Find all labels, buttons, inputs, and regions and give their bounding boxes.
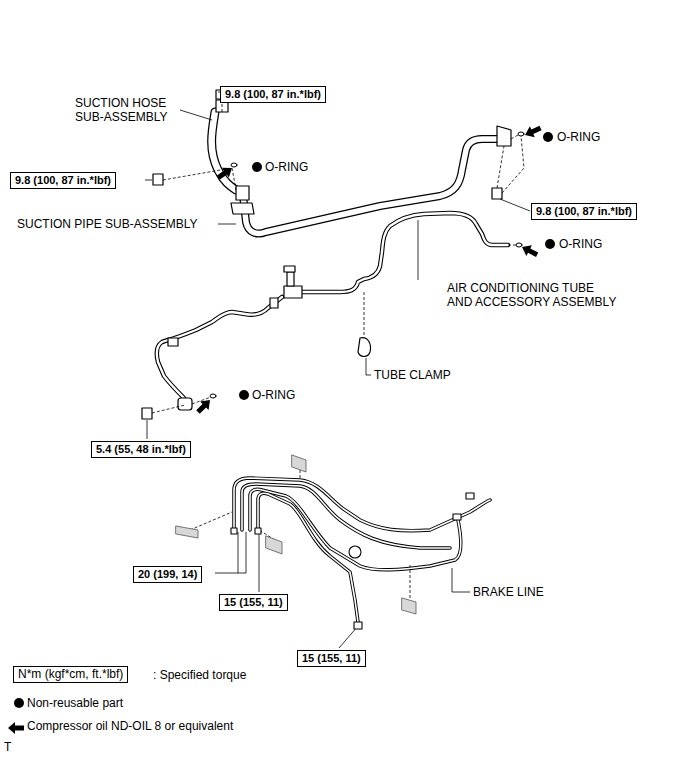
torque-box: 5.4 (55, 48 in.*lbf): [91, 441, 191, 458]
oil-arrow-icon: [8, 722, 24, 734]
torque-box: 20 (199, 14): [133, 566, 202, 583]
torque-value: 9.8 (100, 87 in.*lbf): [15, 174, 111, 187]
part-name: O-RING: [556, 130, 601, 144]
part-name: TUBE CLAMP: [373, 368, 452, 382]
legend-text: Non-reusable part: [27, 696, 123, 710]
part-name: O-RING: [558, 237, 603, 251]
torque-box: 15 (155, 11): [297, 650, 366, 667]
oil-arrow: [8, 720, 24, 732]
torque-box: 9.8 (100, 87 in.*lbf): [10, 172, 116, 189]
torque-value: N*m (kgf*cm, ft.*lbf): [18, 668, 123, 681]
legend-text: Compressor oil ND-OIL 8 or equivalent: [27, 719, 233, 733]
part-name: SUCTION PIPE SUB-ASSEMBLY: [16, 217, 199, 231]
part-name: SUCTION HOSE SUB-ASSEMBLY: [74, 96, 171, 124]
torque-value: 9.8 (100, 87 in.*lbf): [536, 205, 632, 218]
torque-value: 15 (155, 11): [224, 596, 283, 609]
torque-value: 15 (155, 11): [302, 652, 361, 665]
non-reusable-dot: [14, 698, 24, 708]
part-name: AIR CONDITIONING TUBE AND ACCESSORY ASSE…: [446, 281, 620, 309]
torque-value: 9.8 (100, 87 in.*lbf): [225, 88, 321, 101]
torque-box: 9.8 (100, 87 in.*lbf): [220, 86, 326, 103]
legend-text: : Specified torque: [153, 668, 246, 682]
part-name: O-RING: [251, 388, 296, 402]
figure-code: T: [3, 740, 12, 754]
oil-arrow-shape: [8, 722, 24, 734]
part-name: O-RING: [264, 160, 309, 174]
torque-value: 20 (199, 14): [138, 568, 197, 581]
torque-box: 15 (155, 11): [219, 594, 288, 611]
torque-box: 9.8 (100, 87 in.*lbf): [531, 203, 637, 220]
unit-box: N*m (kgf*cm, ft.*lbf): [13, 666, 128, 683]
part-name: BRAKE LINE: [472, 585, 545, 599]
torque-value: 5.4 (55, 48 in.*lbf): [96, 443, 186, 456]
